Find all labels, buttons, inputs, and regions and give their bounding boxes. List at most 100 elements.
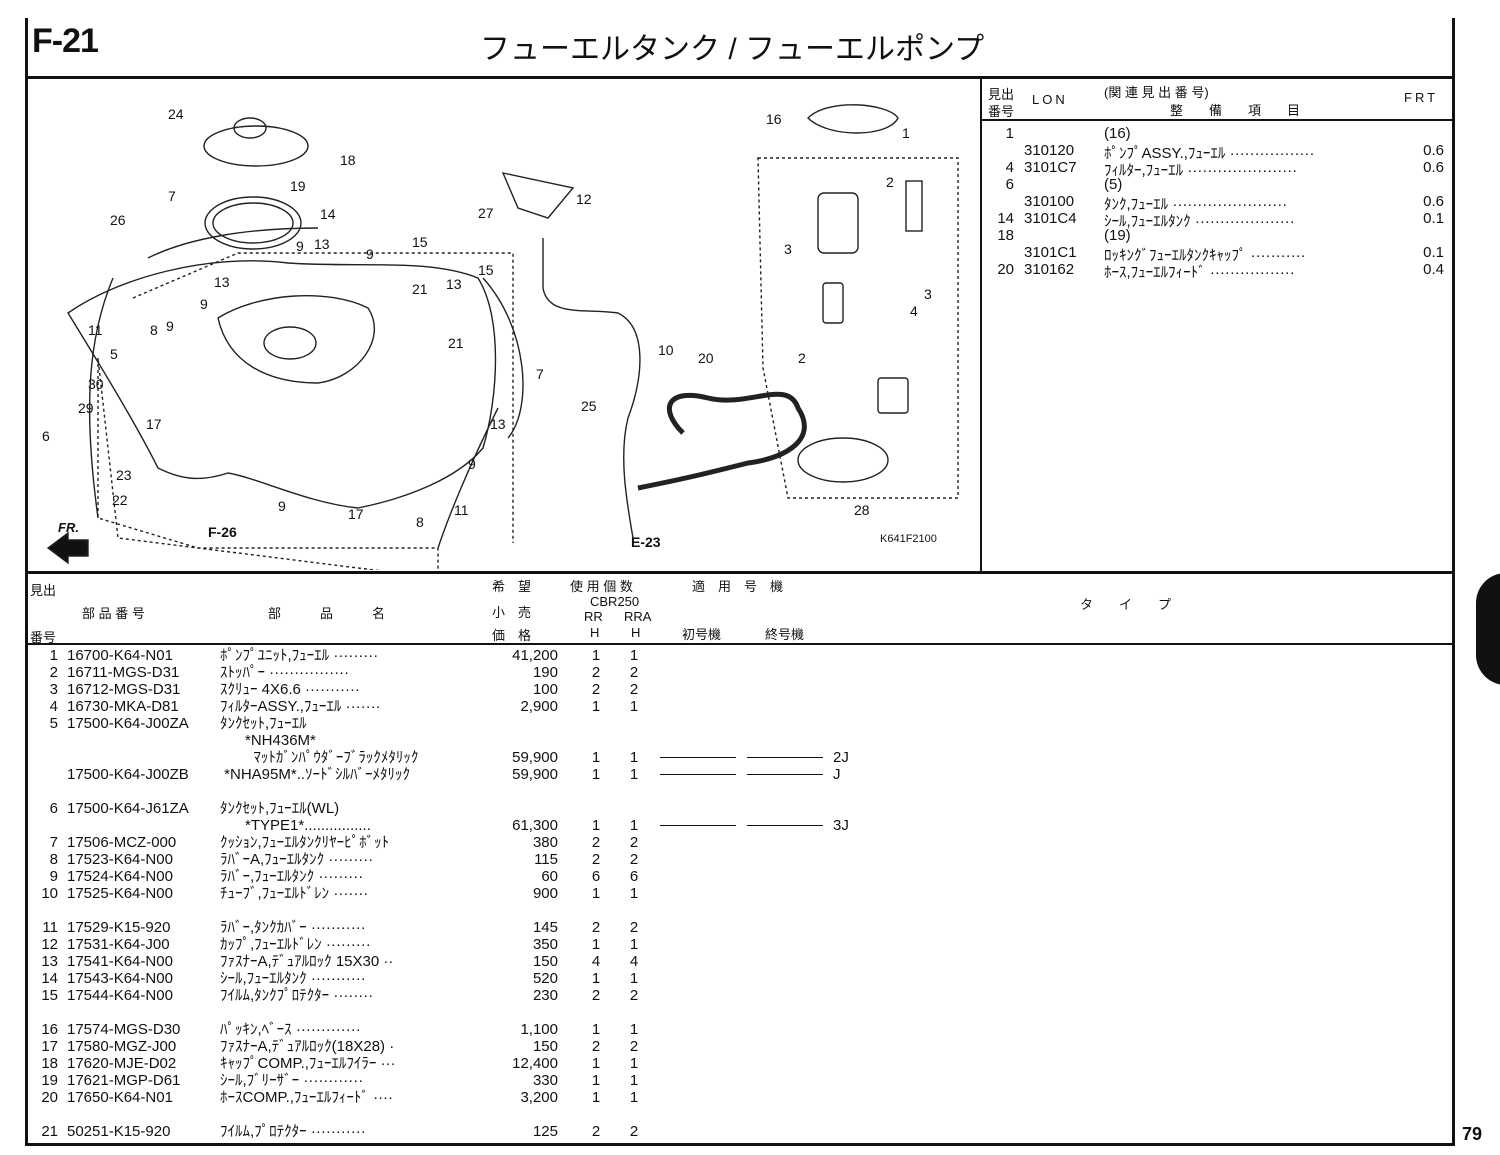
page-frame bbox=[25, 18, 1455, 1146]
frt-row-value: 0.6 bbox=[1423, 142, 1444, 159]
qty-rra: 1 bbox=[629, 766, 639, 783]
part-number: 17525-K64-N00 bbox=[67, 885, 173, 902]
part-name: ｽｸﾘｭｰ 4X6.6 ··········· bbox=[220, 681, 360, 698]
qty-rra: 4 bbox=[629, 953, 639, 970]
callout-17: 17 bbox=[348, 506, 364, 522]
fuel-feed-hose-shape bbox=[637, 391, 807, 491]
header-h2: H bbox=[631, 625, 641, 640]
callout-14: 14 bbox=[320, 206, 336, 222]
part-number: 16711-MGS-D31 bbox=[67, 664, 180, 681]
page-number: 79 bbox=[1462, 1124, 1483, 1144]
qty-rr: 2 bbox=[591, 851, 601, 868]
callout-18: 18 bbox=[340, 152, 356, 168]
part-number: 16712-MGS-D31 bbox=[67, 681, 181, 698]
qty-rr: 2 bbox=[591, 664, 601, 681]
callout-9: 9 bbox=[296, 238, 304, 254]
ref-number: 15 bbox=[41, 987, 58, 1004]
frt-row-index: 6 bbox=[1005, 176, 1014, 193]
qty-rr: 2 bbox=[591, 1038, 601, 1055]
price: 12,400 bbox=[512, 1055, 558, 1072]
parts-header-divider bbox=[25, 643, 1455, 645]
part-name: *NH436M* bbox=[220, 732, 316, 749]
frt-row-item: (19) bbox=[1104, 227, 1131, 244]
callout-8: 8 bbox=[150, 322, 158, 338]
header-part-name: 部 品 名 bbox=[268, 606, 386, 621]
callout-7: 7 bbox=[168, 188, 176, 204]
qty-rra: 2 bbox=[629, 664, 639, 681]
ref-f26[interactable]: F-26 bbox=[208, 524, 237, 540]
frt-row-value: 0.4 bbox=[1423, 261, 1444, 278]
qty-rr: 4 bbox=[591, 953, 601, 970]
qty-rr: 6 bbox=[591, 868, 601, 885]
header-applicable: 適 用 号 機 bbox=[692, 579, 784, 594]
price: 380 bbox=[532, 834, 558, 851]
ref-number: 10 bbox=[41, 885, 58, 902]
part-number: 16700-K64-N01 bbox=[67, 647, 173, 664]
callout-9: 9 bbox=[468, 456, 476, 472]
price: 59,900 bbox=[512, 766, 558, 783]
qty-rr: 1 bbox=[591, 970, 601, 987]
price: 190 bbox=[532, 664, 558, 681]
frt-row-value: 0.1 bbox=[1423, 244, 1444, 261]
qty-rr: 1 bbox=[591, 1072, 601, 1089]
qty-rra: 1 bbox=[629, 817, 639, 834]
frt-row-item: ﾀﾝｸ,ﾌｭｰｴﾙ ······················· bbox=[1104, 196, 1288, 213]
ref-number: 17 bbox=[41, 1038, 58, 1055]
callout-25: 25 bbox=[581, 398, 597, 414]
callout-13: 13 bbox=[214, 274, 230, 290]
callout-9: 9 bbox=[278, 498, 286, 514]
price: 150 bbox=[532, 1038, 558, 1055]
header-price-2: 小 売 bbox=[492, 605, 532, 620]
header-divider bbox=[25, 76, 1455, 79]
part-name: ｽﾄｯﾊﾟｰ ················ bbox=[220, 664, 350, 681]
ref-number: 4 bbox=[49, 698, 58, 715]
qty-rr: 1 bbox=[591, 647, 601, 664]
section-tab-marker bbox=[1476, 573, 1500, 685]
callout-8: 8 bbox=[416, 514, 424, 530]
ref-number: 20 bbox=[41, 1089, 58, 1106]
section-code: F-21 bbox=[32, 22, 99, 60]
ref-e23[interactable]: E-23 bbox=[631, 534, 661, 550]
qty-rra: 1 bbox=[629, 1072, 639, 1089]
ref-number: 7 bbox=[49, 834, 58, 851]
header-type: タ イ プ bbox=[1080, 597, 1172, 612]
header-rra: RRA bbox=[624, 609, 652, 624]
first-frame-dash bbox=[660, 757, 736, 758]
callout-2: 2 bbox=[798, 350, 806, 366]
part-number: 50251-K15-920 bbox=[67, 1123, 171, 1140]
part-number: 17580-MGZ-J00 bbox=[67, 1038, 177, 1055]
callout-21: 21 bbox=[412, 281, 428, 297]
callout-22: 22 bbox=[112, 492, 128, 508]
callout-19: 19 bbox=[290, 178, 306, 194]
part-number: 17524-K64-N00 bbox=[67, 868, 173, 885]
callout-12: 12 bbox=[576, 191, 592, 207]
callout-21: 21 bbox=[448, 335, 464, 351]
qty-rra: 2 bbox=[629, 1123, 639, 1140]
header-index-2: 番号 bbox=[30, 630, 57, 645]
header-index-1: 見出 bbox=[30, 583, 57, 598]
part-number: 17500-K64-J61ZA bbox=[67, 800, 189, 817]
qty-rr: 1 bbox=[591, 1055, 601, 1072]
callout-6: 6 bbox=[42, 428, 50, 444]
price: 350 bbox=[532, 936, 558, 953]
qty-rr: 1 bbox=[591, 766, 601, 783]
frt-header-index-1: 見出 bbox=[988, 87, 1015, 102]
ref-number: 12 bbox=[41, 936, 58, 953]
part-name: ﾗﾊﾞｰ,ﾀﾝｸｶﾊﾞｰ ··········· bbox=[220, 919, 366, 936]
part-name: ﾏｯﾄｶﾞﾝﾊﾟｳﾀﾞｰﾌﾞﾗｯｸﾒﾀﾘｯｸ bbox=[220, 749, 419, 766]
frt-row-index: 18 bbox=[997, 227, 1014, 244]
type: 2J bbox=[833, 749, 849, 766]
callout-1: 1 bbox=[902, 125, 910, 141]
callout-5: 5 bbox=[110, 346, 118, 362]
frt-row-value: 0.1 bbox=[1423, 210, 1444, 227]
callout-9: 9 bbox=[166, 318, 174, 334]
frt-row-lon: 310100 bbox=[1024, 193, 1075, 210]
frt-row-lon: 3101C1 bbox=[1024, 244, 1077, 261]
callout-24: 24 bbox=[168, 106, 184, 122]
diagram-bottom-divider bbox=[25, 571, 1455, 574]
callout-3: 3 bbox=[784, 241, 792, 257]
qty-rra: 1 bbox=[629, 970, 639, 987]
callout-29: 29 bbox=[78, 400, 94, 416]
part-name: ﾀﾝｸｾｯﾄ,ﾌｭｰｴﾙ(WL) bbox=[220, 800, 340, 817]
frt-row-value: 0.6 bbox=[1423, 159, 1444, 176]
